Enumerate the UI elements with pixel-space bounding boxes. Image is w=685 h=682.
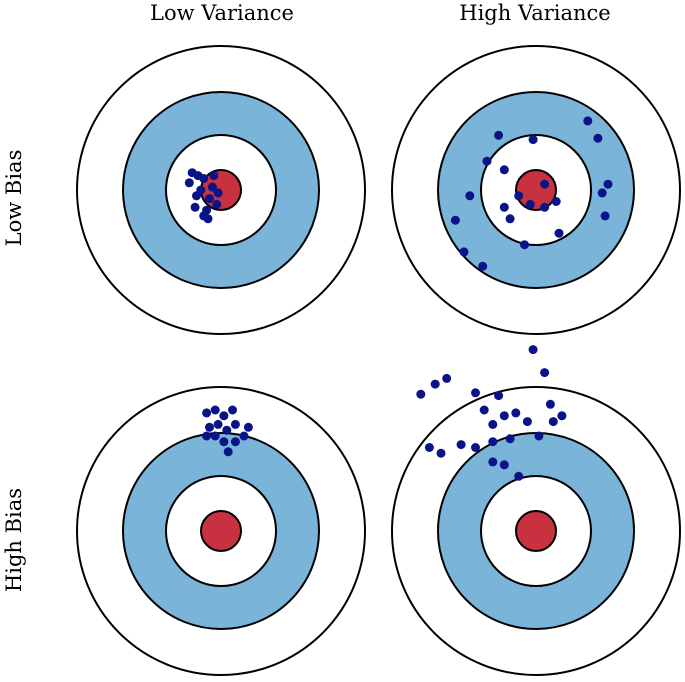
shot-dot: [450, 215, 460, 225]
shot-dot: [534, 431, 544, 441]
shot-dot: [600, 211, 610, 221]
shot-dot: [494, 130, 504, 140]
shot-dot: [603, 179, 613, 189]
shot-dot: [514, 191, 524, 201]
shot-dot: [456, 440, 466, 450]
shot-dot: [488, 457, 498, 467]
shot-dot: [219, 411, 229, 421]
shot-dot: [442, 373, 452, 383]
shot-dot: [243, 422, 253, 432]
shot-dot: [219, 437, 229, 447]
shot-dot: [230, 437, 240, 447]
shot-dot: [522, 417, 532, 427]
shot-dot: [190, 202, 200, 212]
shot-dot: [499, 460, 509, 470]
shot-dot: [222, 425, 232, 435]
shot-dot: [479, 405, 489, 415]
shot-dot: [230, 419, 240, 429]
shot-dot: [488, 419, 498, 429]
shot-dot: [545, 399, 555, 409]
shot-dot: [209, 171, 219, 181]
shot-dot: [223, 447, 233, 457]
shot-dot: [239, 431, 249, 441]
shot-dot: [205, 194, 214, 204]
shot-dot: [213, 188, 223, 198]
shot-dot: [548, 417, 558, 427]
shot-dot: [499, 165, 509, 175]
shot-dot: [436, 448, 446, 458]
target-high-bias-high-variance: [391, 345, 681, 676]
shot-dot: [593, 133, 603, 143]
shot-dot: [488, 437, 498, 447]
bullseye: [515, 510, 557, 552]
shot-dot: [499, 411, 509, 421]
shot-dot: [540, 368, 550, 378]
shot-dot: [540, 202, 550, 212]
shot-dot: [520, 240, 529, 250]
shot-dot: [213, 419, 223, 429]
shot-dot: [212, 199, 222, 209]
shot-dot: [514, 471, 524, 481]
shot-dot: [203, 214, 213, 224]
shot-dot: [193, 171, 203, 181]
column-header-high-variance: High Variance: [459, 1, 611, 25]
shot-dot: [471, 443, 480, 452]
shot-dot: [557, 411, 567, 421]
target-low-bias-low-variance: [76, 45, 366, 335]
shot-dot: [471, 388, 480, 398]
shot-dot: [597, 188, 607, 198]
shot-dot: [210, 431, 220, 441]
shot-dot: [505, 214, 515, 224]
shot-dot: [494, 391, 504, 401]
shot-dot: [207, 182, 217, 192]
target-high-bias-low-variance: [76, 386, 366, 676]
shot-dot: [528, 345, 538, 355]
shot-dot: [430, 379, 440, 389]
shot-dot: [499, 202, 509, 212]
shot-dot: [528, 135, 538, 145]
shot-dot: [465, 191, 475, 201]
shot-dot: [202, 431, 212, 441]
shot-dot: [424, 443, 434, 452]
shot-dot: [482, 156, 492, 166]
shot-dot: [554, 228, 564, 238]
shot-dot: [511, 408, 521, 418]
shot-dot: [551, 197, 561, 206]
shot-dot: [184, 178, 194, 188]
shot-dot: [416, 389, 426, 399]
column-header-low-variance: Low Variance: [150, 1, 294, 25]
shot-dot: [210, 405, 220, 415]
shot-dot: [196, 185, 206, 195]
shot-dot: [205, 422, 214, 432]
shot-dot: [202, 408, 212, 418]
shot-dot: [228, 405, 237, 415]
shot-dot: [525, 199, 535, 209]
shot-dot: [478, 261, 488, 271]
bullseye: [515, 169, 557, 211]
shot-dot: [459, 247, 469, 257]
shot-dot: [540, 179, 550, 189]
target-low-bias-high-variance: [391, 45, 681, 335]
bullseye: [200, 510, 242, 552]
shot-dot: [583, 116, 593, 126]
shot-dot: [505, 434, 515, 444]
